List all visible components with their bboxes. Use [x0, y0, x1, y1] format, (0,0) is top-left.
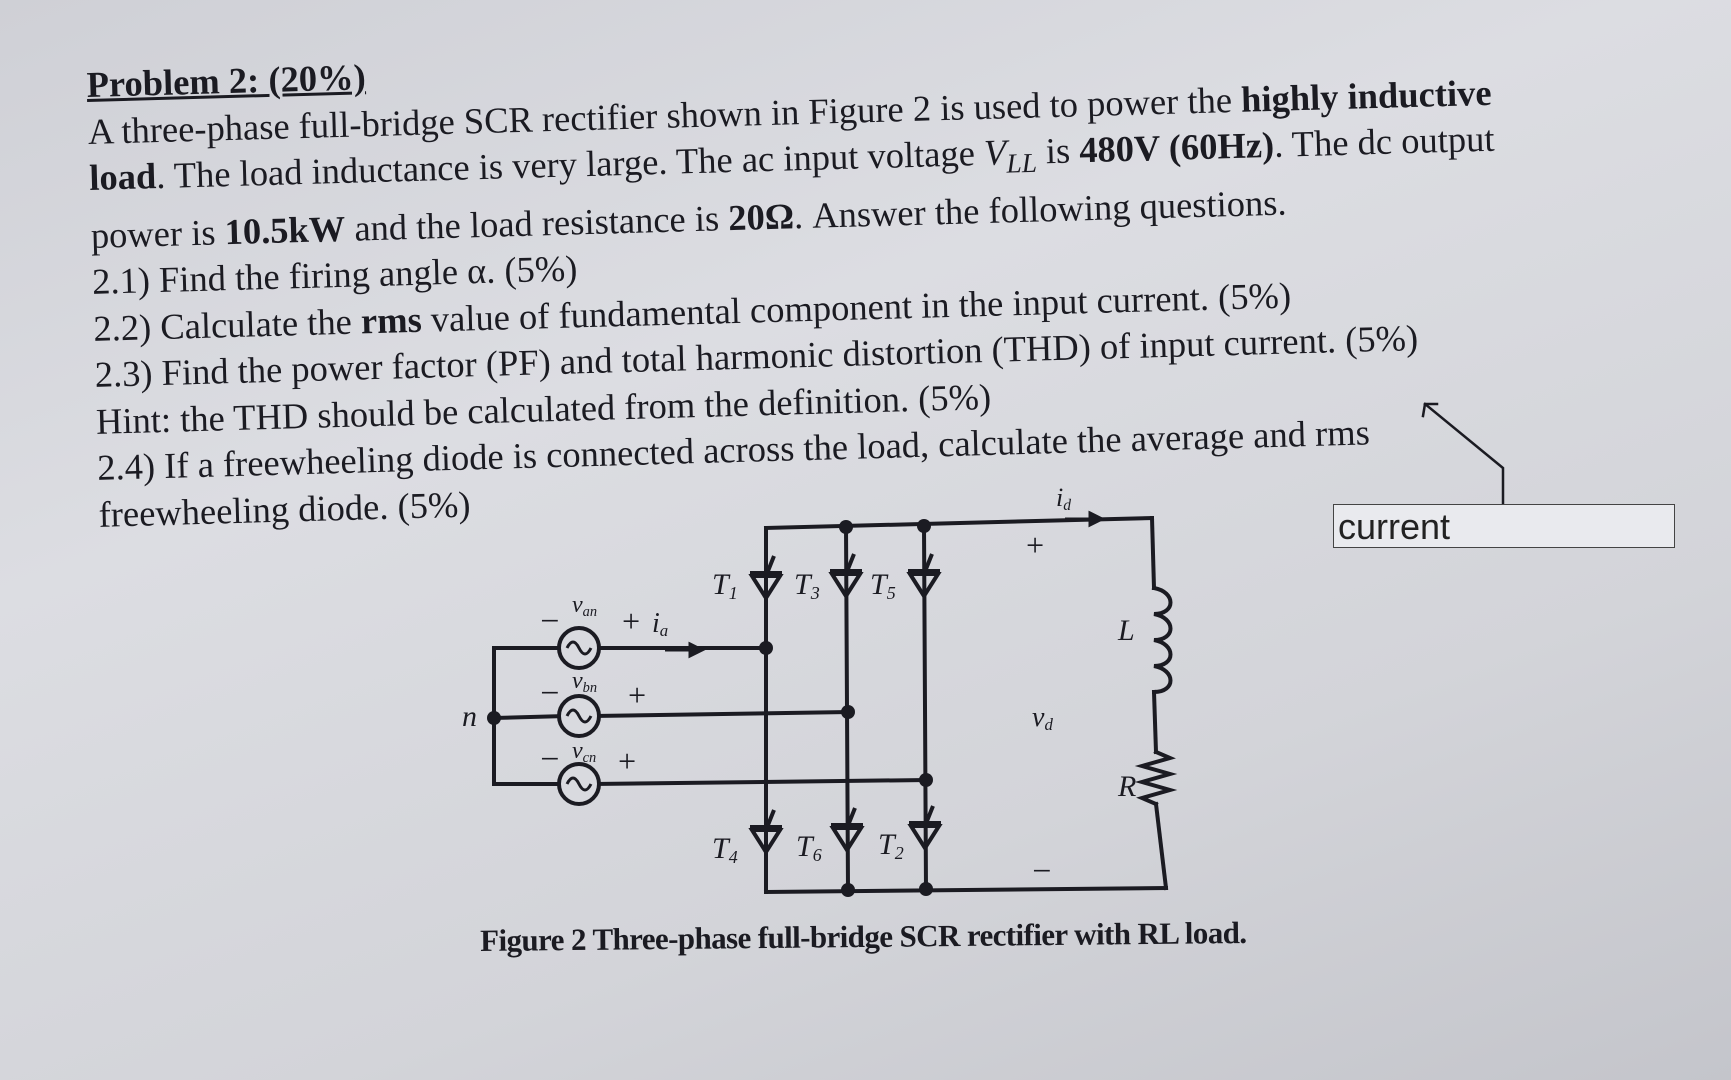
callout-arrow — [1423, 402, 1505, 508]
annotation-box: current — [1333, 504, 1675, 548]
id-label: id — [1056, 483, 1071, 514]
ia-label: ia — [652, 608, 668, 640]
resistor-label: R — [1117, 770, 1136, 803]
thyristor-T4 — [748, 809, 784, 856]
vd-label: vd — [1032, 702, 1053, 734]
label-T5: T5 — [870, 568, 896, 603]
label-T2: T2 — [878, 828, 904, 863]
label-T3: T3 — [794, 568, 820, 603]
van-label: van — [572, 592, 597, 620]
van-minus: − — [538, 603, 561, 640]
thyristor-T5 — [906, 553, 942, 600]
vd-minus: − — [1030, 853, 1053, 890]
label-T6: T6 — [796, 830, 822, 865]
label-T4: T4 — [712, 832, 738, 867]
vbn-label: vbn — [572, 668, 597, 696]
vd-plus: + — [1024, 527, 1046, 563]
vbn-minus: − — [538, 675, 561, 712]
thyristor-T1 — [748, 555, 784, 602]
van-plus: + — [620, 603, 642, 639]
upper-thyristor-group — [748, 553, 942, 602]
thyristor-T6 — [829, 807, 865, 854]
inductor-label: L — [1117, 614, 1135, 647]
thyristor-T2 — [907, 805, 943, 852]
vbn-plus: + — [626, 677, 648, 713]
resistor-zigzag — [1134, 749, 1178, 807]
neutral-label: n — [462, 700, 477, 733]
label-T1: T1 — [712, 568, 738, 603]
thyristor-T3 — [828, 553, 864, 600]
lower-thyristor-group — [748, 805, 943, 856]
vcn-plus: + — [616, 743, 638, 779]
vcn-minus: − — [538, 741, 561, 778]
callout-arrowhead — [1421, 402, 1439, 418]
vcn-label: vcn — [572, 738, 596, 766]
inductor-coil — [1151, 585, 1173, 695]
